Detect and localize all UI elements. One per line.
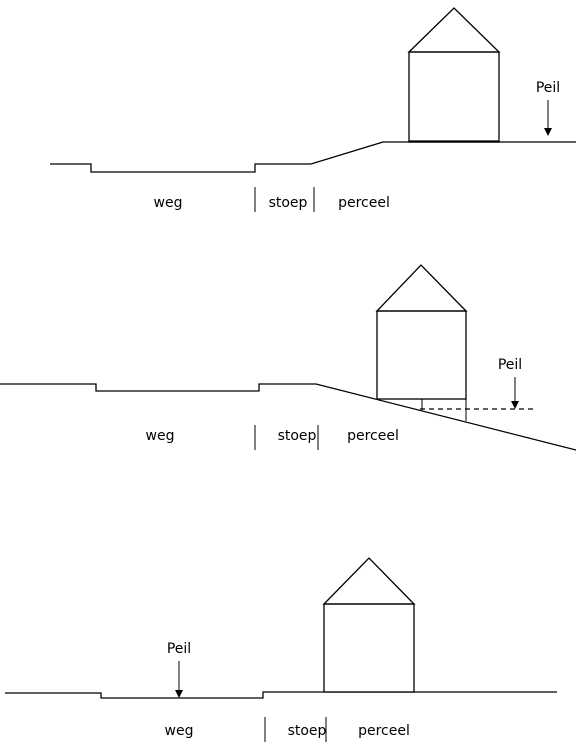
sidewalk-label: stoep (288, 723, 327, 739)
scenario-2: Peil weg stoep perceel (0, 264, 576, 451)
road-label: weg (165, 723, 194, 739)
plot-label: perceel (347, 428, 399, 444)
scenario-3: Peil weg stoep perceel (5, 557, 557, 742)
house-roof (407, 7, 501, 53)
house-body (376, 310, 467, 400)
level-label: Peil (498, 357, 522, 373)
sidewalk-label: stoep (278, 428, 317, 444)
plot-label: perceel (338, 195, 390, 211)
plot-label: perceel (358, 723, 410, 739)
house-roof (322, 557, 416, 605)
sidewalk-label: stoep (269, 195, 308, 211)
ground-profile (50, 141, 576, 173)
ground-profile (0, 383, 576, 451)
road-label: weg (154, 195, 183, 211)
house-body (323, 603, 415, 693)
scenario-1: Peil weg stoep perceel (50, 7, 576, 212)
road-label: weg (146, 428, 175, 444)
house-body (408, 51, 500, 143)
ground-profile (5, 691, 557, 699)
house-roof (375, 264, 468, 312)
level-label: Peil (167, 641, 191, 657)
level-label: Peil (536, 80, 560, 96)
